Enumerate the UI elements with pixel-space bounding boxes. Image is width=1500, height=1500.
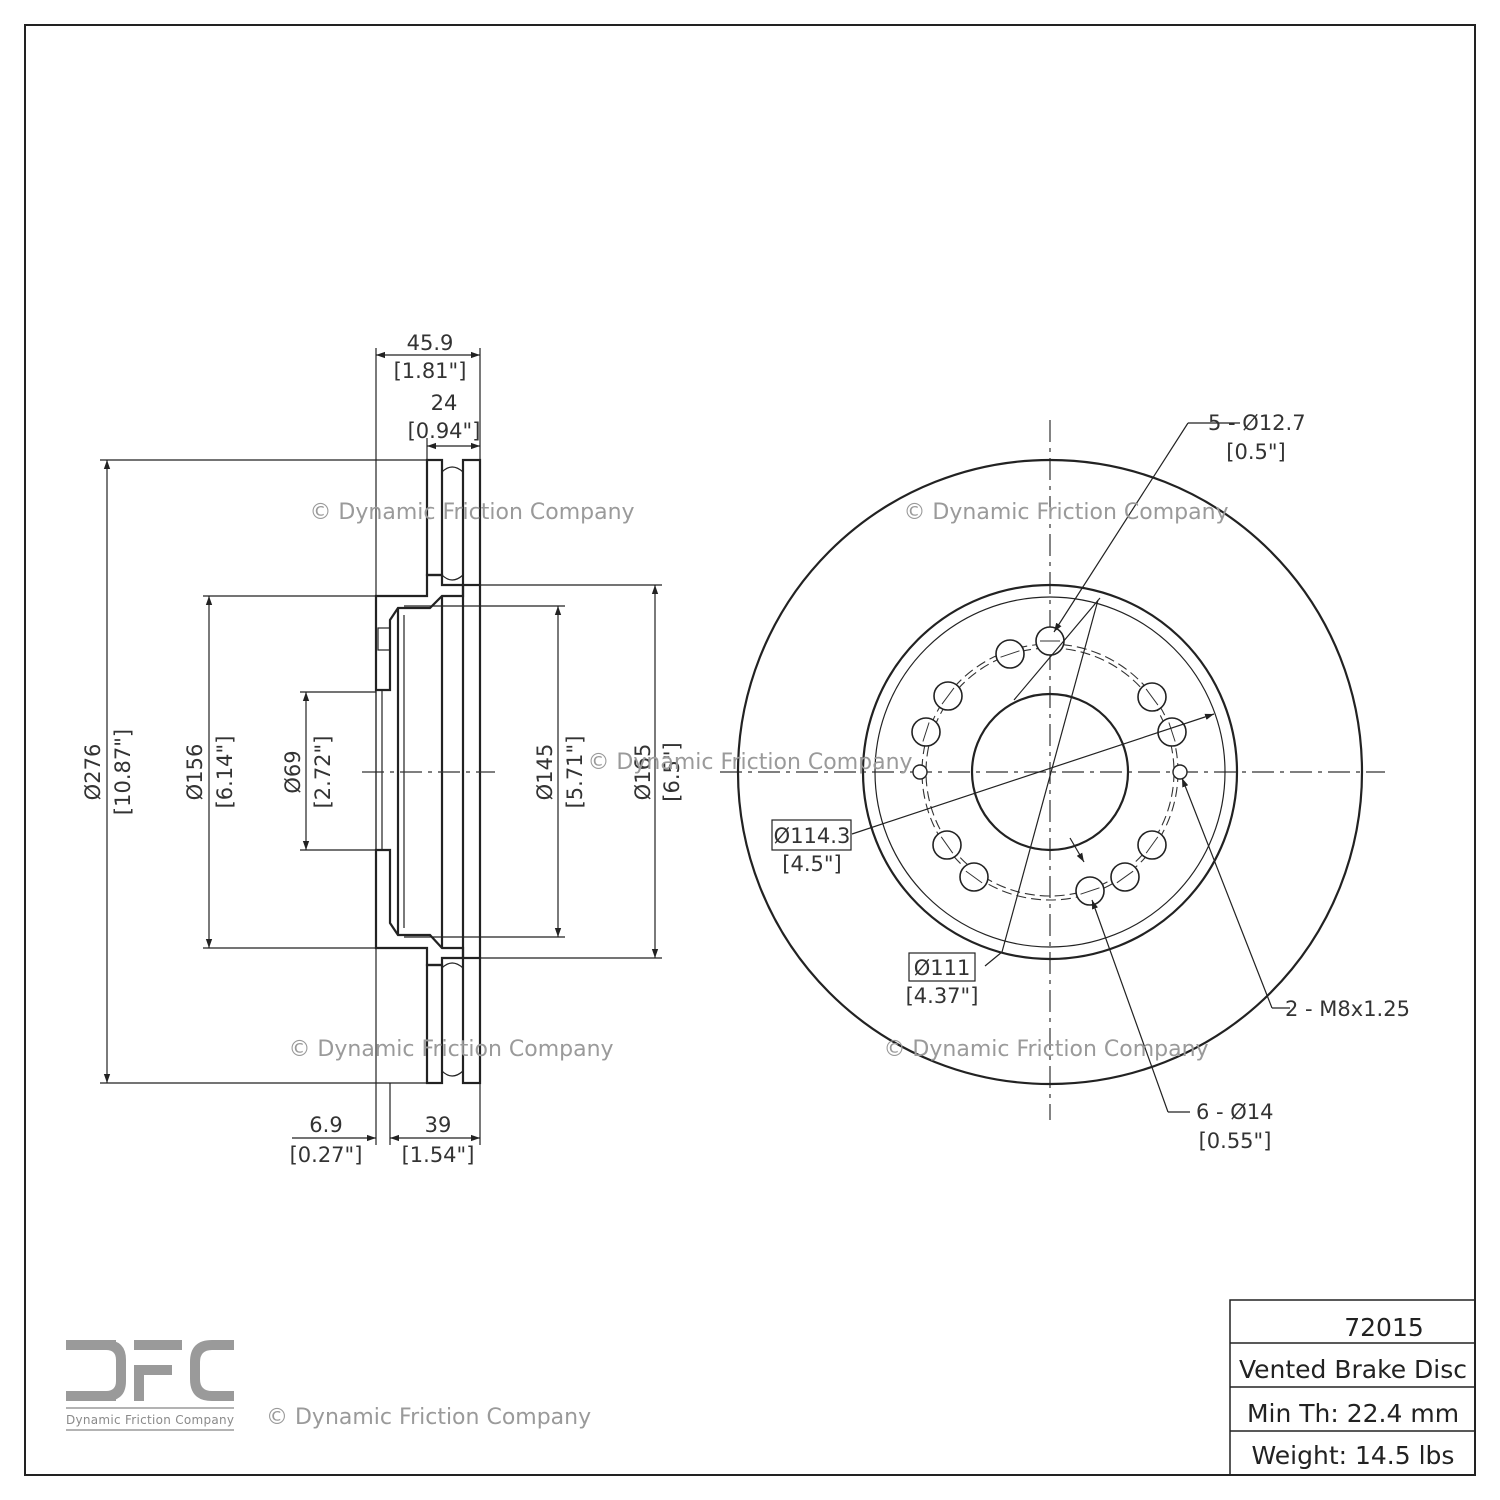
front-view-leaders	[771, 422, 1290, 1113]
vent-channel-top	[441, 466, 464, 581]
watermark-3: © Dynamic Friction Company	[587, 750, 912, 775]
title-block	[1229, 1299, 1476, 1476]
dim-center-bore-in: [2.72"]	[311, 736, 335, 809]
hat-flange-bottom	[374, 848, 465, 967]
label-threaded-holes: 2 - M8x1.25	[1285, 997, 1410, 1021]
dfc-logo	[66, 1340, 234, 1401]
part-description: Vented Brake Disc	[1239, 1355, 1467, 1384]
dim-hat-depth-mm: 39	[425, 1113, 452, 1137]
dim-inner-hat-mm: Ø145	[533, 744, 557, 801]
dim-outer-diameter-in: [10.87"]	[111, 729, 135, 815]
side-view-dimensions	[100, 348, 662, 1145]
label-bolt-circle-1-mm: Ø114.3	[774, 824, 851, 848]
stud	[377, 627, 391, 651]
hat-inner-edge	[874, 596, 1226, 948]
dim-hat-width-mm: 24	[431, 391, 458, 415]
hole-mark	[1145, 688, 1159, 706]
inboard-plate-top	[461, 458, 482, 587]
hat-outer-edge	[861, 583, 1239, 961]
dim-outer-diameter-mm: Ø276	[81, 744, 105, 801]
watermark-6: © Dynamic Friction Company	[266, 1405, 591, 1430]
hole-mark	[1168, 722, 1176, 742]
dim-flange-thickness-mm: 6.9	[309, 1113, 342, 1137]
hole-mark	[941, 687, 955, 705]
dim-overall-width-mm: 45.9	[407, 331, 454, 355]
hole-mark	[1116, 870, 1134, 884]
label-bolt-holes-mm: 6 - Ø14	[1196, 1100, 1274, 1124]
dim-hat-diameter-mm: Ø156	[183, 744, 207, 801]
center-bore	[970, 692, 1130, 852]
dim-overall-width-in: [1.81"]	[394, 359, 467, 383]
hole-mark	[965, 870, 983, 884]
outboard-plate-bottom	[425, 963, 444, 1085]
front-view	[720, 420, 1385, 1120]
threaded-hole	[1172, 764, 1188, 780]
vent-channel-bottom	[441, 962, 464, 1077]
drawing-frame	[24, 24, 1476, 1476]
dim-vane-diameter-mm: Ø165	[631, 744, 655, 801]
part-number: 72015	[1344, 1313, 1424, 1342]
outer-rotor-edge	[736, 458, 1364, 1086]
inboard-plate-bottom	[461, 956, 482, 1085]
label-stud-holes-mm: 5 - Ø12.7	[1208, 411, 1306, 435]
label-bolt-circle-2-in: [4.37"]	[906, 984, 979, 1008]
hole-mark	[1000, 650, 1020, 658]
dim-center-bore-mm: Ø69	[281, 750, 305, 793]
dim-inner-hat-in: [5.71"]	[563, 736, 587, 809]
dim-flange-thickness-in: [0.27"]	[290, 1143, 363, 1167]
min-thickness: Min Th: 22.4 mm	[1247, 1399, 1459, 1428]
dim-hat-depth-in: [1.54"]	[402, 1143, 475, 1167]
dim-vane-diameter-in: [6.5"]	[660, 742, 684, 801]
logo-caption: Dynamic Friction Company	[66, 1413, 234, 1427]
weight: Weight: 14.5 lbs	[1252, 1441, 1455, 1470]
label-stud-holes-in: [0.5"]	[1226, 440, 1285, 464]
side-section-view	[362, 458, 495, 1085]
hole-mark	[922, 722, 930, 742]
hole-mark	[1080, 887, 1100, 895]
watermark-2: © Dynamic Friction Company	[903, 500, 1228, 525]
label-bolt-circle-1-in: [4.5"]	[782, 852, 841, 876]
watermark-5: © Dynamic Friction Company	[883, 1037, 1208, 1062]
watermark-1: © Dynamic Friction Company	[309, 500, 634, 525]
hole-mark	[940, 836, 954, 854]
watermark-4: © Dynamic Friction Company	[288, 1037, 613, 1062]
dim-hat-width-in: [0.94"]	[408, 419, 481, 443]
threaded-hole	[912, 764, 928, 780]
hat-flange-top	[374, 573, 465, 692]
label-bolt-holes-in: [0.55"]	[1199, 1129, 1272, 1153]
hole-mark	[1145, 836, 1159, 854]
label-bolt-circle-2-mm: Ø111	[914, 956, 971, 980]
dim-hat-diameter-in: [6.14"]	[213, 736, 237, 809]
